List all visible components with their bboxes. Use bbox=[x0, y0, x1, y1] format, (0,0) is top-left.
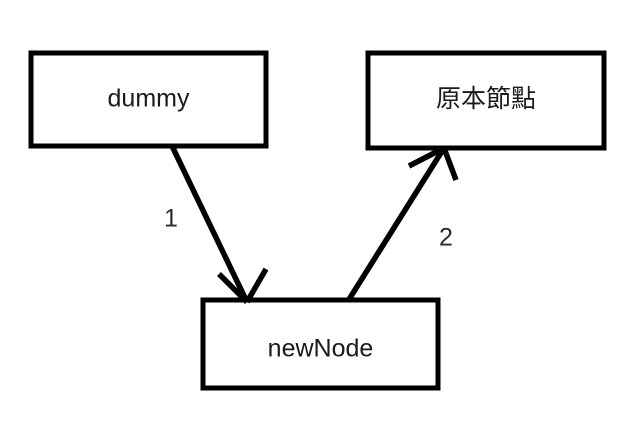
node-dummy-label: dummy bbox=[108, 85, 190, 113]
node-original-node-rect[interactable] bbox=[365, 50, 607, 151]
node-dummy[interactable]: dummy bbox=[28, 50, 269, 149]
edge-2[interactable]: 2 bbox=[345, 145, 459, 303]
edge-1-label: 1 bbox=[164, 205, 178, 233]
node-new-node-label: newNode bbox=[268, 335, 374, 363]
node-dummy-rect[interactable] bbox=[28, 50, 269, 149]
edge-1[interactable]: 1 bbox=[164, 144, 269, 304]
edge-2-arrowhead-right-barb bbox=[441, 147, 459, 181]
edge-2-arrowhead-left-barb bbox=[407, 145, 446, 169]
edge-2-line[interactable] bbox=[345, 146, 447, 303]
node-original-node-label: 原本節點 bbox=[436, 84, 536, 113]
node-new-node-rect[interactable] bbox=[200, 297, 441, 391]
edge-1-arrowhead-left-barb bbox=[217, 272, 249, 304]
node-original-node[interactable]: 原本節點 bbox=[365, 50, 607, 151]
edge-1-line[interactable] bbox=[169, 144, 250, 304]
edge-2-label: 2 bbox=[439, 224, 453, 252]
edge-1-arrowhead-right-barb bbox=[244, 267, 269, 304]
node-new-node[interactable]: newNode bbox=[200, 297, 441, 391]
